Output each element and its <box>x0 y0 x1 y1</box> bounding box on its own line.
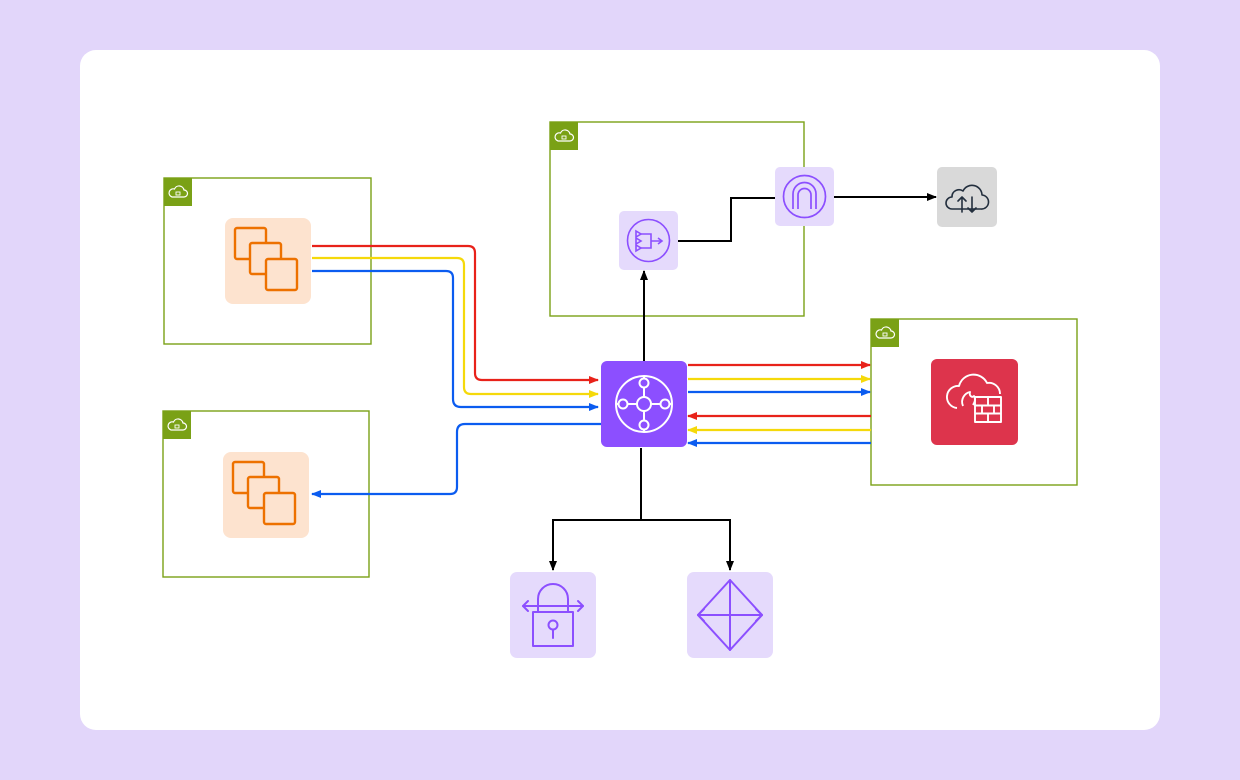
flow-tgw-to-instances2-blue <box>311 422 601 498</box>
link-nat-to-igw <box>678 197 775 242</box>
transit-gateway-icon[interactable] <box>601 361 687 447</box>
diagram-canvas <box>80 50 1160 730</box>
link-tgw-to-dx <box>641 519 734 571</box>
ec2-instances-icon[interactable] <box>225 218 311 304</box>
vpc-lock-cloud-icon <box>550 122 578 150</box>
vpc-source-2 <box>162 410 370 578</box>
flow-instances1-to-tgw-red <box>312 244 599 384</box>
flow-instances1-to-tgw-yellow <box>312 256 599 398</box>
traffic-flows <box>311 244 871 498</box>
cloud-upload-download-icon[interactable] <box>937 167 997 227</box>
vpc-lock-cloud-icon <box>163 411 191 439</box>
internet-gateway-icon[interactable] <box>775 167 834 226</box>
vpn-lock-icon[interactable] <box>510 572 596 658</box>
link-tgw-to-vpn <box>549 448 642 571</box>
vpc-source-1 <box>163 177 372 345</box>
vpc-inspection <box>870 318 1078 486</box>
ec2-instances-icon[interactable] <box>223 452 309 538</box>
architecture-diagram <box>162 121 1078 658</box>
network-firewall-icon[interactable] <box>931 359 1018 445</box>
vpc-lock-cloud-icon <box>164 178 192 206</box>
direct-connect-icon[interactable] <box>687 572 773 658</box>
vpc-lock-cloud-icon <box>871 319 899 347</box>
nat-gateway-icon[interactable] <box>619 211 678 270</box>
flow-instances1-to-tgw-blue <box>312 269 599 411</box>
connectors <box>549 193 937 571</box>
